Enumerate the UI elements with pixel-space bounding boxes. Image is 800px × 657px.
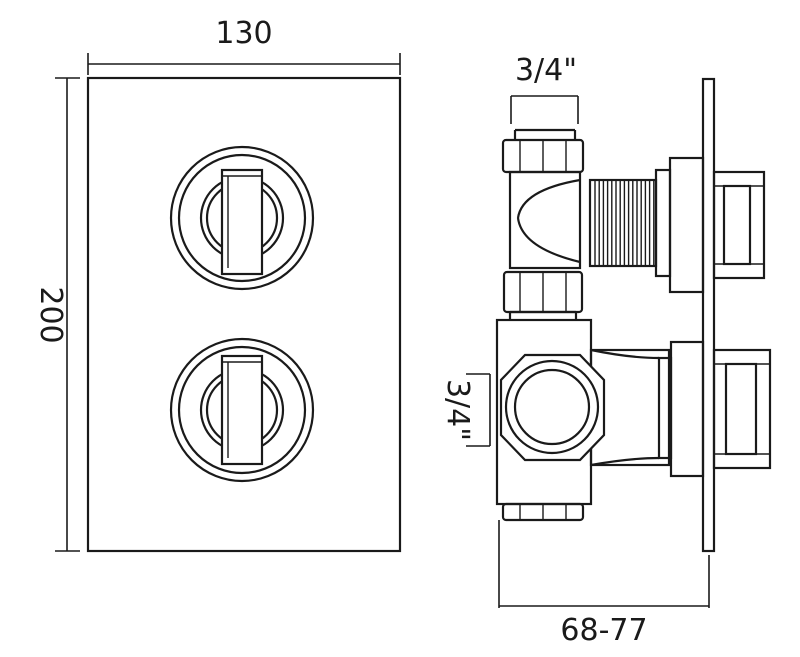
front-view: 130 200 [33, 16, 402, 553]
side-inlet-label: 3/4" [440, 379, 475, 441]
depth-dimension-line [498, 520, 710, 608]
upper-valve-body [508, 170, 582, 270]
top-hex-nut [501, 128, 585, 174]
height-label: 200 [33, 286, 68, 343]
upper-handle-assembly [654, 156, 766, 294]
height-dimension-line [55, 77, 80, 552]
width-label: 130 [215, 16, 272, 51]
upper-control-knob [169, 145, 315, 291]
lower-handle-assembly [669, 340, 772, 478]
middle-hex-nut [502, 270, 584, 320]
top-inlet-dimension-line [510, 95, 579, 124]
top-inlet-label: 3/4" [515, 53, 577, 88]
faceplate [86, 76, 402, 553]
side-inlet-dimension-line [466, 373, 491, 447]
depth-label: 68-77 [560, 613, 647, 648]
lower-control-knob [169, 337, 315, 483]
wall-plate [701, 77, 716, 553]
threaded-spindle [588, 178, 658, 268]
side-inlet-nut [499, 353, 606, 462]
side-view: 3/4" 3/4" 68-77 [440, 53, 772, 648]
width-dimension-line [87, 53, 401, 75]
